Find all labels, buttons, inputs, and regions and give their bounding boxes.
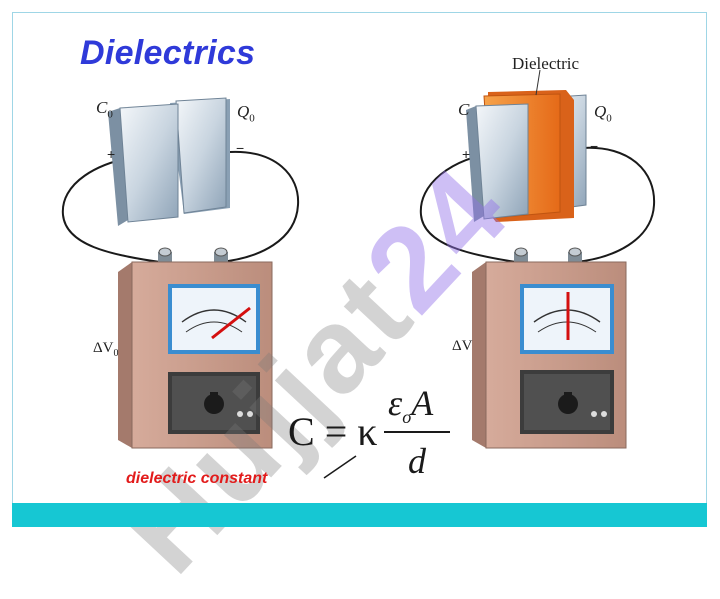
left-capacitor <box>108 97 230 226</box>
left-plus-sign: + <box>107 146 116 162</box>
right-voltmeter <box>472 247 627 449</box>
right-voltage-label: ΔV <box>452 338 473 354</box>
annotation-pointer <box>323 455 357 479</box>
left-voltmeter <box>118 247 273 449</box>
circuit-diagrams <box>61 69 656 479</box>
slide-title: Dielectrics <box>80 34 256 72</box>
right-capacitor <box>466 69 587 222</box>
formula-lhs: C = κ <box>288 409 378 454</box>
right-plus-sign: + <box>462 146 471 162</box>
left-charge-label: Q0 <box>237 102 255 125</box>
right-charge-label: Q0 <box>594 102 612 125</box>
footer-bar <box>12 503 707 527</box>
formula-numerator: εoA <box>388 383 434 428</box>
dielectric-constant-annotation: dielectric constant <box>126 470 268 487</box>
left-wires <box>61 150 300 263</box>
right-wires <box>419 146 656 263</box>
left-minus-sign: − <box>236 140 245 156</box>
right-minus-sign: − <box>590 138 599 154</box>
right-capacitance-label: C <box>458 100 470 119</box>
left-voltage-label: ΔV0 <box>93 340 119 359</box>
formula-denominator: d <box>408 441 426 481</box>
left-capacitance-label: C0 <box>96 98 113 121</box>
dielectric-label: Dielectric <box>512 54 580 73</box>
